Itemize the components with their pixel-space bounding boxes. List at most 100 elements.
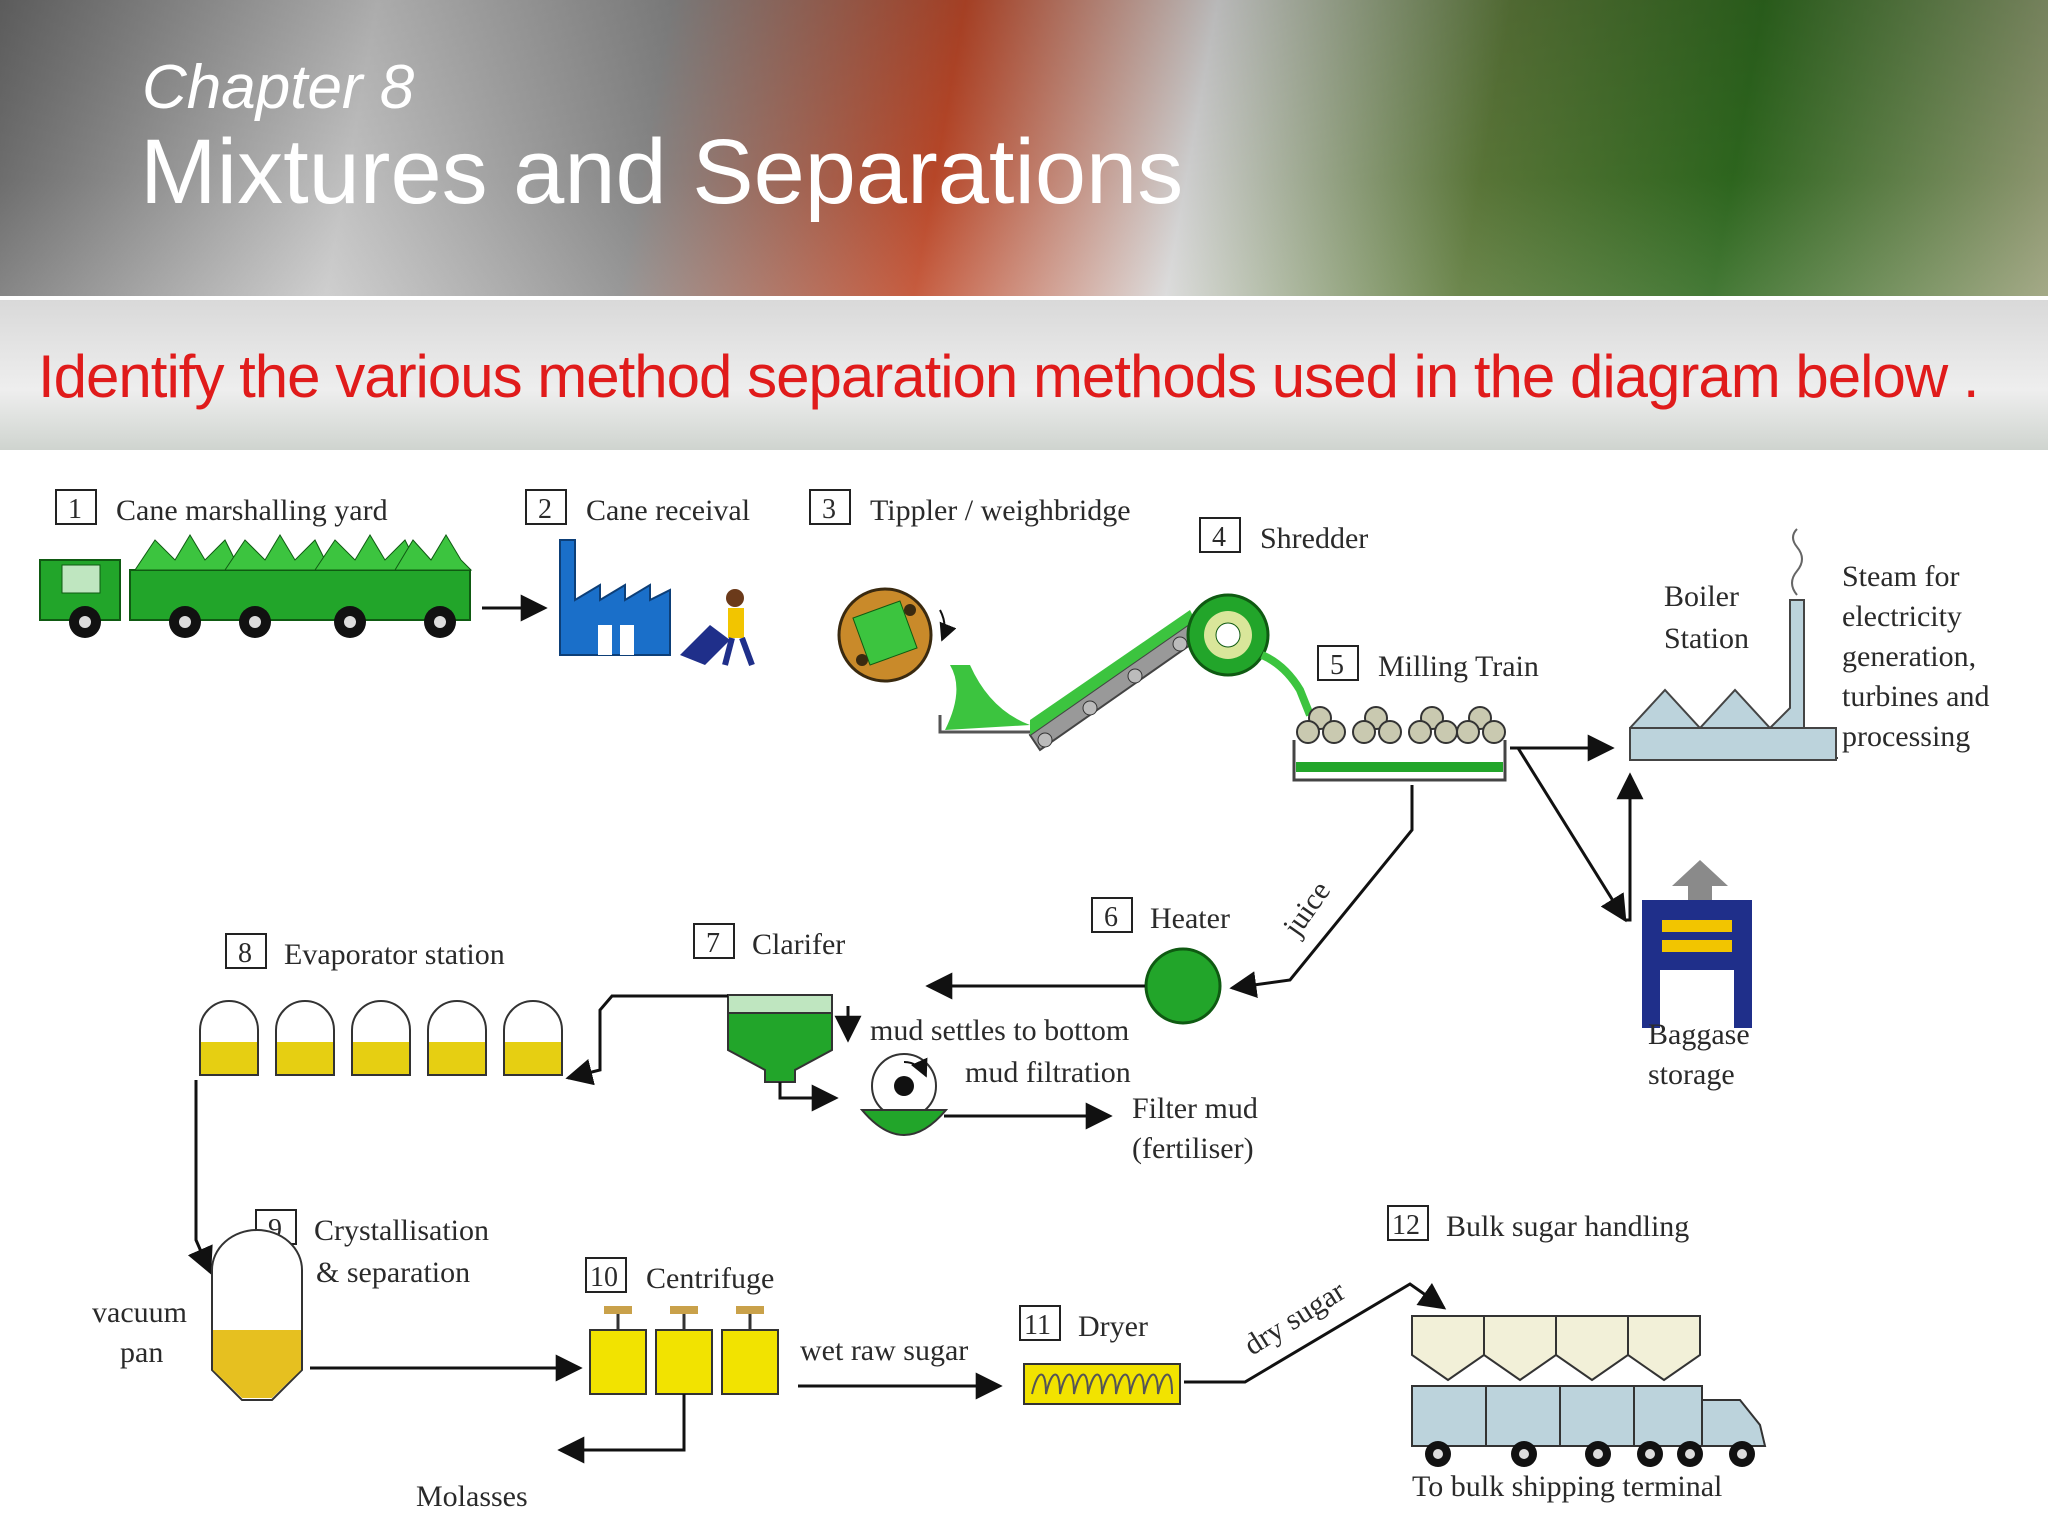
header-banner-shade [0,0,2048,296]
svg-text:generation,: generation, [1842,640,1976,673]
sugar-truck-icon [1411,1385,1767,1467]
arrow-clarifier-evaporator [565,994,728,1086]
step-number-box [585,1257,627,1293]
baggase-label-1: Baggase [1648,1018,1750,1051]
step-number-box [1199,517,1241,553]
step-number: 11 [1024,1310,1051,1341]
step-label: Cane marshalling yard [116,494,388,527]
step-number-box [809,489,851,525]
svg-text:electricity: electricity [1842,600,1962,633]
boiler-label-2: Station [1664,622,1749,655]
step-number-box [225,933,267,969]
step-1: 1 Cane marshalling yard [55,489,388,527]
step-label: Milling Train [1378,650,1539,683]
arrow-molasses [557,1394,686,1464]
arrow-baggase-boiler [1616,772,1644,922]
step-11: 11 Dryer [1019,1305,1148,1343]
baggase-storage-icon [1642,860,1752,1028]
molasses-label: Molasses [416,1480,528,1513]
step-label: Cane receival [586,494,750,527]
question-band [0,300,2048,450]
tippler-icon [837,587,1030,734]
step-number-box [693,923,735,959]
step-10: 10 Centrifuge [585,1257,774,1295]
svg-text:turbines and: turbines and [1842,680,1989,713]
step-number: 7 [706,928,720,959]
step-label: Clarifer [752,928,845,961]
step-2: 2 Cane receival [525,489,750,527]
arrow-dryer-bulk [1184,1282,1447,1384]
svg-text:processing: processing [1842,720,1970,753]
factory-icon [559,539,671,656]
dry-sugar-label: dry sugar [1238,1274,1351,1362]
step-9: 9 Crystallisation [255,1209,489,1247]
step-number: 12 [1392,1210,1420,1241]
question-text: Identify the various method separation m… [38,343,1980,410]
step-3: 3 Tippler / weighbridge [809,489,1131,527]
step-5: 5 Milling Train [1317,645,1539,683]
step-label: Tippler / weighbridge [870,494,1131,527]
step-number: 10 [590,1262,618,1293]
clarifier-icon [727,994,833,1083]
step-label: Shredder [1260,522,1368,555]
vacuum-label-1: vacuum [92,1296,187,1329]
step-number-box [1387,1205,1429,1241]
wet-raw-sugar-label: wet raw sugar [800,1334,968,1367]
boiler-station-icon [1629,528,1838,761]
milling-train-icon [1292,706,1507,782]
mud-settles-label: mud settles to bottom [870,1014,1129,1047]
step-number-box [55,489,97,525]
baggase-label-2: storage [1648,1058,1735,1091]
step-label: Crystallisation [314,1214,489,1247]
step-number: 4 [1212,522,1226,553]
step-label: Heater [1150,902,1230,935]
filter-mud-label-1: Filter mud [1132,1092,1258,1125]
step-6: 6 Heater [1091,897,1230,935]
mud-filtration-label: mud filtration [965,1056,1131,1089]
step-12: 12 Bulk sugar handling [1387,1205,1689,1243]
step-number-box [1019,1305,1061,1341]
step-number: 8 [238,938,252,969]
step-number-box [1317,645,1359,681]
step-number-box [1091,897,1133,933]
step-label: Bulk sugar handling [1446,1210,1689,1243]
shipping-label: To bulk shipping terminal [1412,1470,1722,1503]
chapter-label: Chapter 8 [142,53,415,122]
separation-label: & separation [316,1256,470,1289]
step-7: 7 Clarifer [693,923,845,961]
step-label: Evaporator station [284,938,505,971]
step-label: Centrifuge [646,1262,774,1295]
cane-truck-icon [39,534,473,638]
step-number: 2 [538,494,552,525]
arrow-evaporator-pan [187,1080,213,1275]
header-banner [0,0,2048,296]
step-number: 3 [822,494,836,525]
vacuum-label-2: pan [120,1336,163,1369]
boiler-label-1: Boiler [1664,580,1739,613]
smoke-icon [1791,528,1803,596]
step-number: 5 [1330,650,1344,681]
sugar-process-diagram: 1 Cane marshalling yard 2 Cane receival [39,489,1989,1513]
arrow-mill-baggase [1516,747,1627,923]
sugar-silos-icon [1411,1315,1701,1382]
juice-line [1229,785,1414,999]
filter-mud-label-2: (fertiliser) [1132,1132,1254,1165]
step-label: Dryer [1078,1310,1148,1343]
slide-title: Mixtures and Separations [140,121,1184,223]
conveyor-icon [1028,610,1202,752]
step-4: 4 Shredder [1199,517,1368,555]
heater-icon [1144,947,1222,1025]
centrifuge-icon [589,1306,779,1395]
arrow-to-filter [778,1082,839,1112]
vacuum-pan-icon [211,1229,303,1401]
shredder-icon [1186,593,1314,717]
step-number: 1 [68,494,82,525]
steam-label: Steam for electricity generation, turbin… [1842,560,1989,753]
step-number: 6 [1104,902,1118,933]
svg-text:Steam for: Steam for [1842,560,1959,593]
evaporator-icon [199,1000,563,1076]
dryer-icon [1023,1363,1181,1405]
worker-icon [680,589,755,667]
step-number-box [525,489,567,525]
rotary-filter-icon [859,1053,949,1136]
